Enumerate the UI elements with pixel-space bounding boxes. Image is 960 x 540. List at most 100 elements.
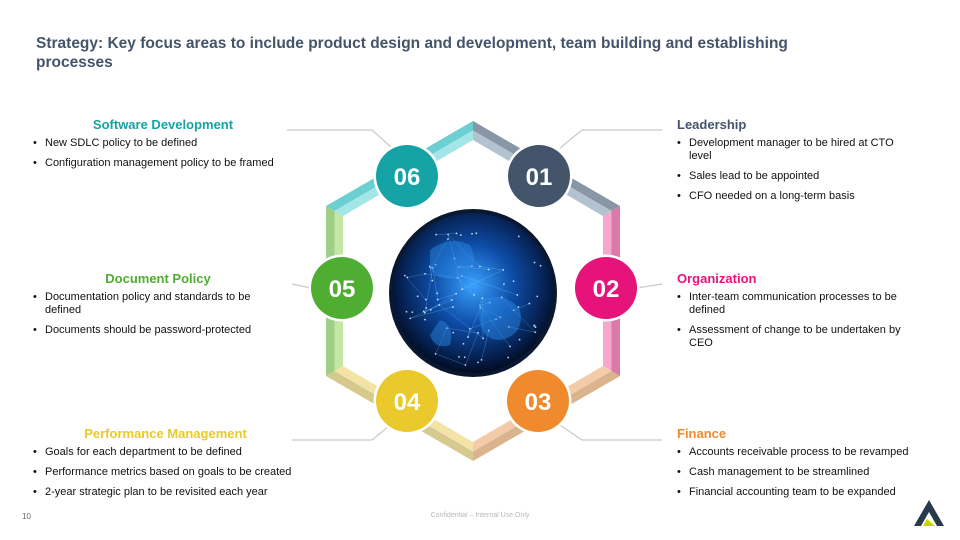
globe-network-dot xyxy=(536,295,539,298)
node-number: 05 xyxy=(329,276,356,303)
globe-network-dot xyxy=(495,318,497,321)
globe-network-line xyxy=(436,233,457,235)
section-bullets: Accounts receivable process to be revamp… xyxy=(677,446,947,499)
confidential-footer: Confidential – Internal Use Only xyxy=(430,512,530,519)
globe-network-dot xyxy=(458,266,461,268)
globe-network-dot xyxy=(509,345,511,348)
bullet-item: Goals for each department to be defined xyxy=(33,446,298,459)
globe-landmass-3 xyxy=(430,320,452,347)
section-bullets: Goals for each department to be definedP… xyxy=(33,446,298,499)
globe-network-dot xyxy=(452,331,455,334)
globe-network-dot xyxy=(512,280,515,283)
page-number: 10 xyxy=(22,512,31,521)
globe-network-line xyxy=(424,273,458,278)
globe-network-dot xyxy=(539,264,542,267)
globe-network-dot xyxy=(429,266,432,269)
globe-network-dot xyxy=(473,294,476,296)
globe-network-dot xyxy=(488,301,491,304)
globe-network-dot xyxy=(479,306,482,309)
globe-network-dot xyxy=(464,364,467,366)
bullet-item: Configuration management policy to be fr… xyxy=(33,157,293,170)
globe-network-dot xyxy=(517,235,520,238)
node-number: 02 xyxy=(593,276,620,303)
bullet-item: Documents should be password-protected xyxy=(33,324,283,337)
globe-network-line xyxy=(480,307,501,318)
bullet-item: Development manager to be hired at CTO l… xyxy=(677,137,917,163)
node-circle xyxy=(508,145,570,207)
globe-network-line xyxy=(462,269,504,290)
globe-network-dot xyxy=(416,295,419,298)
connector-line-3 xyxy=(559,424,662,441)
connector-line-5 xyxy=(291,283,312,289)
node-number: 03 xyxy=(525,389,552,416)
globe-network-dot xyxy=(425,307,428,309)
bullet-item: Assessment of change to be undertaken by… xyxy=(677,324,917,350)
globe-network-dot xyxy=(434,263,437,266)
node-number: 01 xyxy=(526,164,553,191)
connector-lines xyxy=(287,129,663,441)
bullet-item: CFO needed on a long-term basis xyxy=(677,190,917,203)
globe-network-dot xyxy=(463,356,466,359)
connector-line-1 xyxy=(559,129,662,149)
globe-network-dot xyxy=(406,276,409,279)
globe-network-dot xyxy=(431,279,434,282)
globe-network-dot xyxy=(434,352,437,355)
globe-network-dot xyxy=(455,232,458,235)
globe-network-dot xyxy=(460,274,463,277)
globe-network-line xyxy=(481,330,490,360)
section-title: Leadership xyxy=(677,117,747,132)
globe-image xyxy=(389,209,557,377)
bullet-item: Cash management to be streamlined xyxy=(677,466,947,479)
globe-network-dot xyxy=(459,234,462,237)
page-title: Strategy: Key focus areas to include pro… xyxy=(36,35,788,71)
globe-network-dot xyxy=(534,326,537,329)
globe-network-dot xyxy=(428,265,431,268)
node-finance: 03 xyxy=(504,367,572,435)
globe-network-dot xyxy=(471,232,473,235)
globe-landmass-2 xyxy=(479,296,521,340)
globe-network-line xyxy=(435,353,466,366)
globe-network-line xyxy=(404,275,426,300)
node-number: 06 xyxy=(394,164,421,191)
globe-network-dot xyxy=(478,265,481,268)
node-software: 06 xyxy=(373,142,441,210)
globe-network-line xyxy=(410,306,453,319)
globe-network-line xyxy=(467,307,481,338)
section-leadership: LeadershipDevelopment manager to be hire… xyxy=(677,117,917,210)
globe-network-dot xyxy=(482,337,484,340)
section-document: Document PolicyDocumentation policy and … xyxy=(33,271,283,344)
globe-network-dot xyxy=(455,292,458,295)
globe-network-dot xyxy=(512,309,515,312)
globe-network-dot xyxy=(487,329,490,332)
bullet-item: Sales lead to be appointed xyxy=(677,170,917,183)
bullet-item: Inter-team communication processes to be… xyxy=(677,291,917,317)
globe-network-dot xyxy=(403,274,406,277)
globe-network-dot xyxy=(468,327,471,330)
globe-network-dot xyxy=(533,261,536,264)
section-bullets: New SDLC policy to be definedConfigurati… xyxy=(33,137,293,170)
globe-network-dot xyxy=(424,272,426,275)
globe-network-line xyxy=(461,275,518,296)
section-title: Performance Management xyxy=(84,426,247,441)
node-circle xyxy=(575,257,637,319)
section-finance: FinanceAccounts receivable process to be… xyxy=(677,426,947,506)
globe-network-dot xyxy=(503,283,505,286)
globe-network-dot xyxy=(477,361,479,364)
node-organization: 02 xyxy=(572,254,640,322)
globe-network-line xyxy=(465,332,479,366)
globe-network-line xyxy=(457,277,475,296)
globe-network-dot xyxy=(462,342,465,345)
globe-network-dot xyxy=(502,269,505,271)
globe-network-line xyxy=(446,327,478,334)
node-leadership: 01 xyxy=(505,142,573,210)
globe-network-dot xyxy=(516,294,519,296)
globe-network-line xyxy=(467,328,471,338)
globe-network-dot xyxy=(487,268,490,271)
node-circle xyxy=(311,257,373,319)
globe-network-dot xyxy=(517,306,520,308)
globe-network-dot xyxy=(477,332,479,334)
globe-network-line xyxy=(447,234,481,267)
globe-network-dot xyxy=(507,356,510,359)
